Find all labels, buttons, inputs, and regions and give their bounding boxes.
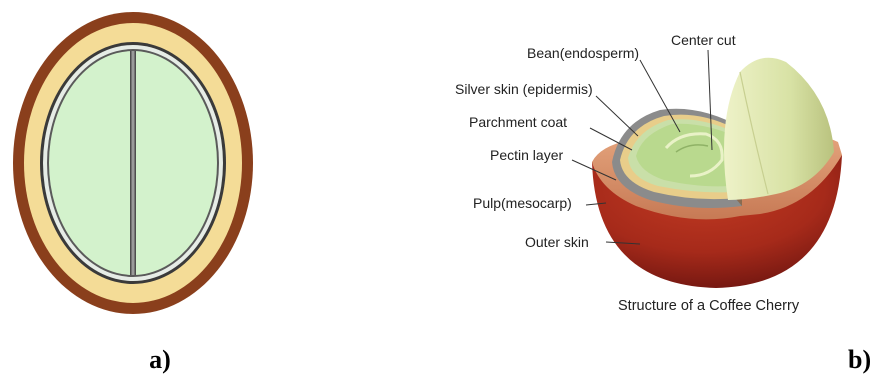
label-silver-skin: Silver skin (epidermis) [455, 81, 593, 97]
panel-b-letter: b) [848, 345, 871, 374]
label-pectin-layer: Pectin layer [490, 147, 563, 163]
label-pulp-mesocarp: Pulp(mesocarp) [473, 195, 572, 211]
label-parchment-coat: Parchment coat [469, 114, 567, 130]
panel-a-cross-section [13, 12, 253, 314]
label-center-cut: Center cut [671, 32, 736, 48]
figure-caption: Structure of a Coffee Cherry [618, 298, 800, 314]
panel-a-letter: a) [149, 345, 171, 374]
leader-silver-skin [596, 96, 638, 136]
label-outer-skin: Outer skin [525, 234, 589, 250]
center-cut-highlight [132, 51, 135, 275]
label-bean-endosperm: Bean(endosperm) [527, 45, 639, 61]
panel-b-cherry [592, 58, 842, 288]
